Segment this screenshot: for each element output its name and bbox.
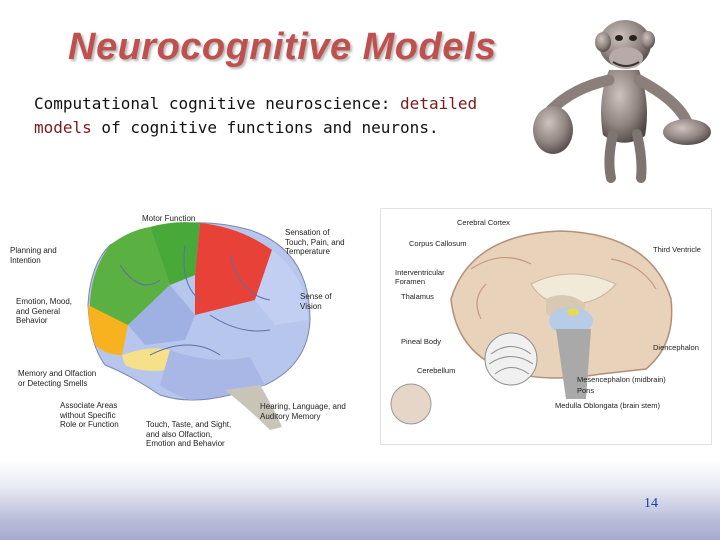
brain-sagittal-diagram: Cerebral Cortex Corpus Callosum Third Ve…: [380, 208, 712, 445]
label-planning: Planning and Intention: [10, 246, 57, 265]
label-thalamus: Thalamus: [401, 292, 434, 301]
page-number: 14: [644, 496, 658, 511]
label-diencephalon: Diencephalon: [653, 343, 699, 352]
label-associate: Associate Areas without Specific Role or…: [60, 401, 119, 429]
subtitle-tail: of cognitive functions and neurons.: [91, 118, 439, 137]
label-corpus-callosum: Corpus Callosum: [409, 239, 467, 248]
label-pons: Pons: [577, 386, 595, 395]
label-cerebellum: Cerebellum: [417, 366, 456, 375]
label-medulla: Medulla Oblongata (brain stem): [555, 401, 661, 410]
label-memory: Memory and Olfaction or Detecting Smells: [18, 369, 97, 388]
brain-lobes-diagram: Motor Function Sensation of Touch, Pain,…: [10, 205, 365, 455]
subtitle-lead: Computational cognitive neuroscience:: [34, 94, 401, 113]
slide-title: Neurocognitive Models: [68, 26, 497, 68]
slide-footer-gradient: [0, 460, 720, 540]
label-sensation: Sensation of Touch, Pain, and Temperatur…: [285, 228, 345, 256]
brain-sagittal-illustration: [390, 230, 673, 425]
label-emotion: Emotion, Mood, and General Behavior: [16, 297, 73, 325]
label-mesencephalon: Mesencephalon (midbrain): [577, 375, 666, 384]
label-third-ventricle: Third Ventricle: [653, 245, 701, 254]
label-motor-function: Motor Function: [142, 214, 196, 223]
label-touch-taste: Touch, Taste, and Sight, and also Olfact…: [146, 420, 232, 448]
label-vision: Sense of Vision: [300, 292, 332, 311]
subtitle-highlight: detailed models: [34, 94, 478, 137]
brain-lobes-illustration: [87, 222, 311, 430]
label-pineal-body: Pineal Body: [401, 337, 442, 346]
label-interventricular-foramen: Interventricular Foramen: [395, 268, 445, 286]
thinking-monkey-figure: [533, 20, 711, 183]
label-cerebral-cortex: Cerebral Cortex: [457, 218, 510, 227]
label-hearing: Hearing, Language, and Auditory Memory: [260, 402, 346, 421]
slide-subtitle: Computational cognitive neuroscience: de…: [34, 92, 534, 140]
